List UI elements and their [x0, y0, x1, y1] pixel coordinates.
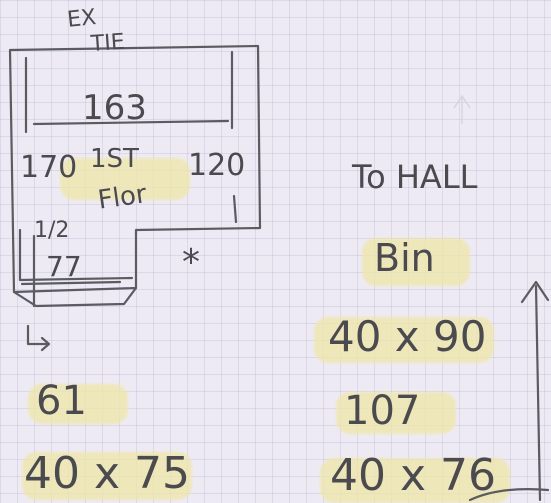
- up-arrow-head: [520, 280, 550, 304]
- star-mark: *: [182, 242, 200, 283]
- size-dim-label: 40 x 75: [24, 448, 190, 499]
- bin-label: Bin: [374, 236, 435, 280]
- highlight-61: [28, 384, 128, 424]
- width-dim-label: 61: [36, 378, 87, 424]
- right-height-label: 120: [188, 148, 246, 183]
- size-40x76-label: 40 x 76: [330, 450, 496, 501]
- erased-arrow: [453, 94, 471, 124]
- inner-shelf-line: [32, 119, 230, 126]
- length-107-label: 107: [344, 388, 421, 434]
- highlight-40x90: [314, 317, 494, 363]
- size-40x90-label: 40 x 90: [328, 312, 487, 361]
- right-door-mark: [232, 194, 238, 224]
- half-label: 1/2: [34, 218, 70, 243]
- to-hall-label: To HALL: [352, 158, 478, 196]
- ext-label-line2: TIE: [90, 29, 126, 57]
- highlight-first-floor: [60, 158, 190, 200]
- ext-label-line1: EX: [66, 4, 98, 33]
- up-arrow-shaft: [534, 284, 542, 502]
- first-floor-line1: 1ST: [90, 144, 139, 174]
- bottom-width-label: 77: [46, 250, 82, 283]
- small-arrow-line: [26, 324, 50, 346]
- bottom-tray: [12, 286, 138, 308]
- highlight-107: [336, 392, 456, 434]
- corner-squiggle: [468, 488, 550, 502]
- highlight-bin: [362, 238, 470, 286]
- left-height-label: 170: [20, 150, 78, 185]
- bottom-unit-outline: [18, 228, 134, 282]
- highlight-40x75: [22, 452, 192, 500]
- bottom-tray-inner: [20, 280, 122, 286]
- small-arrow-head: [40, 336, 51, 352]
- top-width-label: 163: [82, 88, 147, 128]
